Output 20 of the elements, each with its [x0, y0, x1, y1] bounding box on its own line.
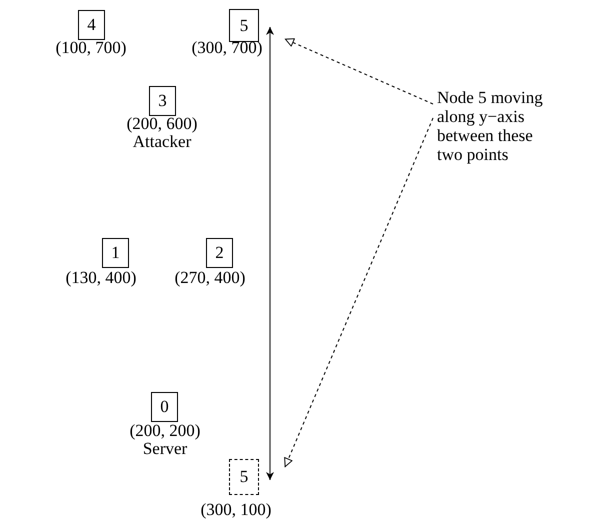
leader-arrow: [284, 38, 434, 104]
coordinate-label: (300, 700): [190, 39, 264, 57]
node-box: 5: [229, 459, 259, 495]
coordinate-label: (300, 100): [200, 501, 272, 519]
coordinate-label: (200, 200): [128, 422, 202, 440]
node-box: 4: [78, 10, 105, 40]
node-box: 0: [151, 392, 178, 422]
coordinate-label: (100, 700): [54, 39, 128, 57]
coordinate-label: (270, 400): [174, 269, 246, 287]
annotation-text: Node 5 moving along y−axis between these two points: [437, 88, 555, 164]
role-label: Attacker: [132, 133, 192, 151]
node-box: 2: [206, 238, 233, 268]
leader-arrow: [284, 118, 434, 468]
node-box: 3: [149, 86, 176, 116]
coordinate-label: (130, 400): [64, 269, 138, 287]
node-box: 1: [102, 238, 129, 268]
coordinate-label: (200, 600): [126, 115, 198, 133]
node-box: 5: [229, 9, 259, 42]
role-label: Server: [142, 440, 188, 458]
movement-arrow: [266, 27, 274, 480]
